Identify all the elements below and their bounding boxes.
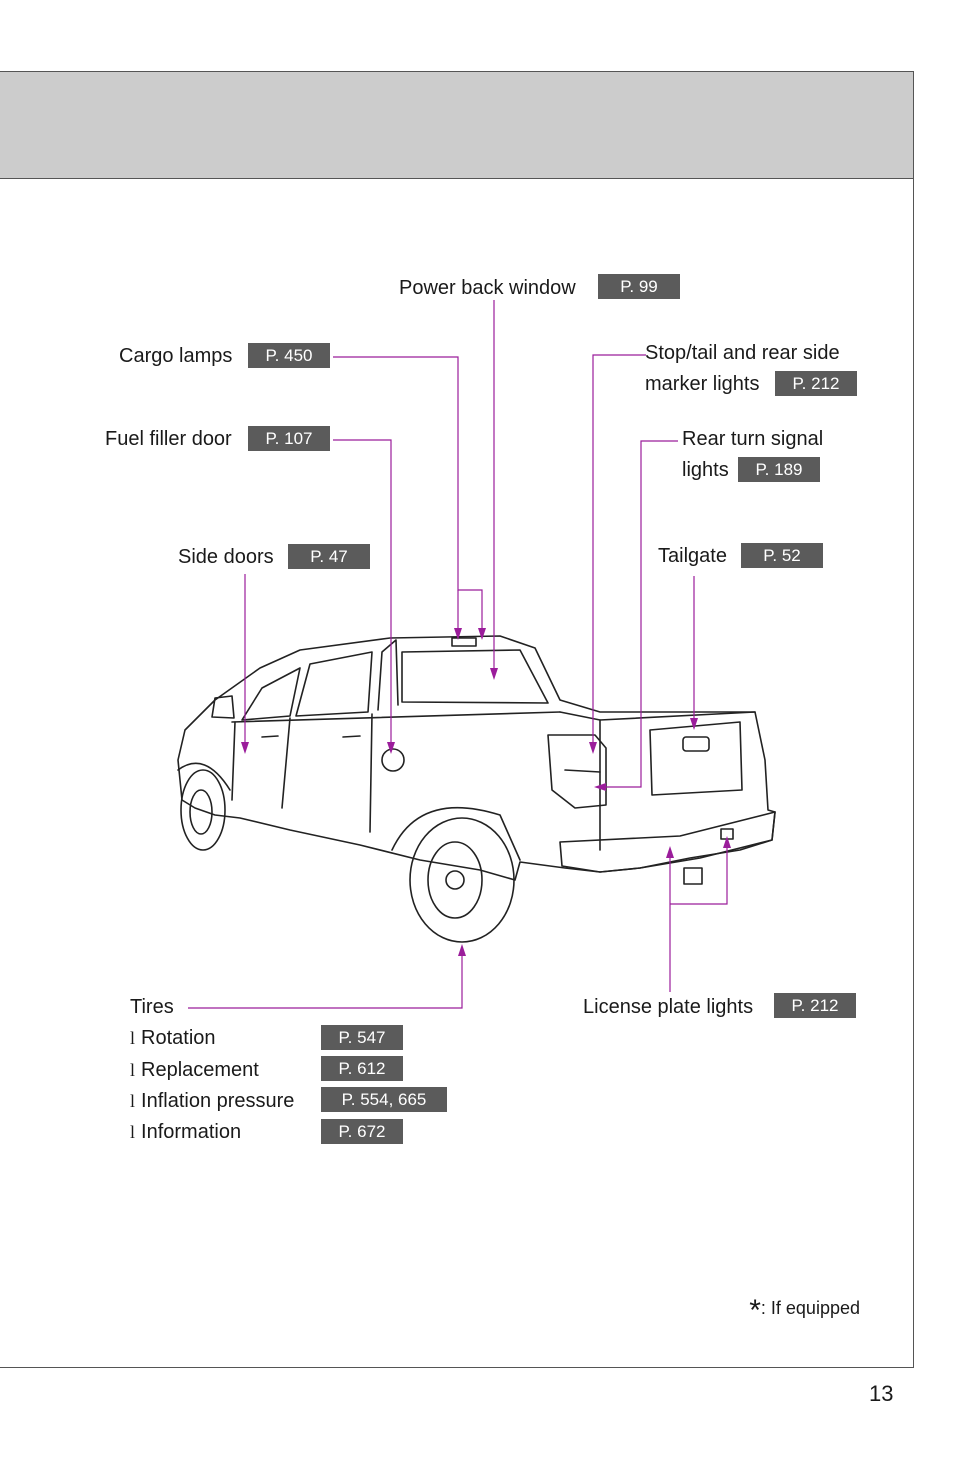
tires-rotation-page-ref[interactable]: P. 547: [321, 1025, 403, 1050]
side-doors-page-ref[interactable]: P. 47: [288, 544, 370, 569]
cargo-lamps-page-ref[interactable]: P. 450: [248, 343, 330, 368]
rear-turn-page-ref[interactable]: P. 189: [738, 457, 820, 482]
license-plate-label: License plate lights: [583, 996, 754, 1018]
stop-tail-page-ref[interactable]: P. 212: [775, 371, 857, 396]
if-equipped-legend: *: If equipped: [749, 1294, 860, 1328]
leader-fuel-filler-door: [333, 439, 392, 750]
tailgate-page-ref[interactable]: P. 52: [741, 543, 823, 568]
fuel-filler-door-label: Fuel filler door: [105, 428, 232, 450]
leader-stop-tail: [592, 354, 646, 750]
power-back-window-page-ref[interactable]: P. 99: [598, 274, 680, 299]
tires-title: Tires: [130, 996, 174, 1018]
page-number: 13: [869, 1381, 894, 1406]
leader-arrowheads: [241, 628, 731, 956]
tires-replacement-page-ref[interactable]: P. 612: [321, 1056, 403, 1081]
leader-lines: [188, 300, 728, 1009]
rear-turn-label-line2: lights: [682, 459, 729, 481]
side-doors-label: Side doors: [178, 546, 274, 568]
tires-item-label: Replacement: [141, 1059, 259, 1081]
bullet-icon: l: [130, 1091, 136, 1111]
leader-tires: [188, 948, 463, 1009]
legend-text: : If equipped: [760, 1298, 860, 1318]
tires-item-label: Information: [141, 1121, 242, 1143]
bullet-icon: l: [130, 1028, 136, 1048]
leader-rear-turn: [598, 440, 678, 788]
power-back-window-label: Power back window: [399, 277, 576, 299]
stop-tail-label-line1: Stop/tail and rear side: [645, 342, 840, 364]
tires-item-label: Inflation pressure: [141, 1090, 295, 1112]
asterisk-icon: *: [749, 1294, 761, 1327]
leader-cargo-lamps: [333, 356, 483, 636]
tires-inflation-page-ref[interactable]: P. 554, 665: [321, 1087, 447, 1112]
stop-tail-label-line2: marker lights: [645, 373, 760, 395]
tires-information-page-ref[interactable]: P. 672: [321, 1119, 403, 1144]
rear-turn-label-line1: Rear turn signal: [682, 428, 824, 450]
tires-item-label: Rotation: [141, 1027, 216, 1049]
license-plate-page-ref[interactable]: P. 212: [774, 993, 856, 1018]
bullet-icon: l: [130, 1122, 136, 1142]
leader-license-plate-b: [670, 840, 728, 905]
section-header-band: [0, 71, 914, 179]
page-frame: [0, 179, 914, 1368]
bullet-icon: l: [130, 1060, 136, 1080]
tailgate-label: Tailgate: [658, 545, 727, 567]
cargo-lamps-label: Cargo lamps: [119, 345, 233, 367]
truck-drawing: [177, 635, 776, 943]
fuel-filler-door-page-ref[interactable]: P. 107: [248, 426, 330, 451]
